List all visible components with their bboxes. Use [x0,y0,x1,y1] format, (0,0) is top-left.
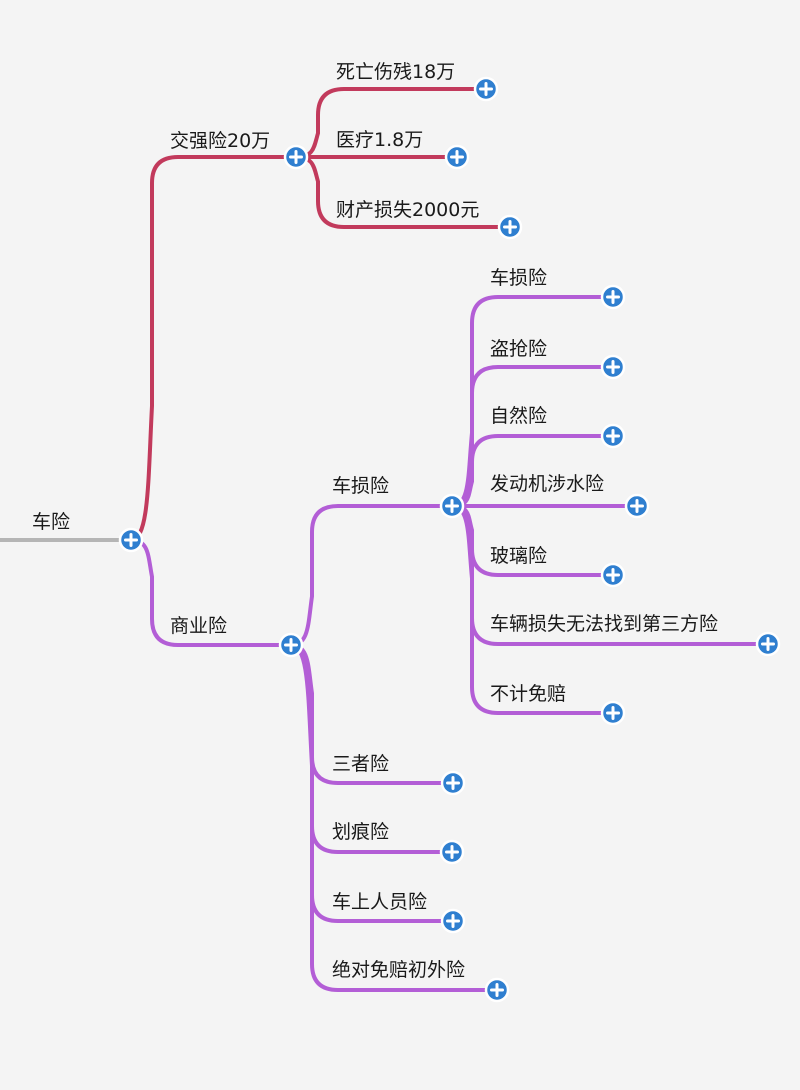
expand-plus-icon[interactable] [440,908,466,934]
compulsory-branch-line [129,155,298,542]
vehicle-damage-child-label: 玻璃险 [490,545,547,567]
compulsory-child-label: 死亡伤残18万 [336,61,455,83]
expand-plus-icon[interactable] [484,977,510,1003]
expand-plus-icon[interactable] [600,423,626,449]
vehicle-damage-child-line [450,365,615,508]
vehicle-damage-child-line [450,434,615,508]
expand-plus-icon[interactable] [473,76,499,102]
compulsory-label: 交强险20万 [170,130,270,152]
vehicle-damage-child-label: 发动机涉水险 [490,473,604,495]
root-label: 车险 [32,511,70,533]
expand-plus-icon[interactable] [439,493,465,519]
vehicle-damage-child-label: 车辆损失无法找到第三方险 [490,613,718,635]
expand-plus-icon[interactable] [440,770,466,796]
expand-plus-icon[interactable] [600,354,626,380]
expand-plus-icon[interactable] [755,631,781,657]
commercial-other-label: 绝对免赔初外险 [332,959,465,981]
vehicle-damage-label: 车损险 [332,475,389,497]
compulsory-child-label: 财产损失2000元 [336,199,479,221]
compulsory-child-label: 医疗1.8万 [336,129,423,151]
vehicle-damage-child-label: 自然险 [490,405,547,427]
expand-plus-icon[interactable] [118,527,144,553]
vehicle-damage-child-label: 车损险 [490,267,547,289]
commercial-other-label: 划痕险 [332,821,389,843]
expand-plus-icon[interactable] [600,700,626,726]
commercial-label: 商业险 [170,615,227,637]
expand-plus-icon[interactable] [624,493,650,519]
vehicle-damage-child-line [450,504,615,715]
expand-buttons [118,76,781,1003]
commercial-other-label: 车上人员险 [332,891,427,913]
commercial-branch-line [129,538,293,647]
vehicle-damage-child-label: 盗抢险 [490,338,547,360]
commercial-other-label: 三者险 [332,753,389,775]
compulsory-child-line [294,155,512,229]
expand-plus-icon[interactable] [444,144,470,170]
node-labels: 车险 交强险20万 死亡伤残18万 医疗1.8万 财产损失2000元 商业险 车… [32,61,718,981]
branch-lines [0,87,770,992]
commercial-other-line [289,643,499,992]
expand-plus-icon[interactable] [439,839,465,865]
vehicle-damage-branch-line [289,504,454,647]
expand-plus-icon[interactable] [497,214,523,240]
compulsory-child-line [294,87,488,159]
vehicle-damage-child-label: 不计免赔 [490,683,566,705]
expand-plus-icon[interactable] [600,562,626,588]
expand-plus-icon[interactable] [600,284,626,310]
expand-plus-icon[interactable] [283,144,309,170]
expand-plus-icon[interactable] [278,632,304,658]
